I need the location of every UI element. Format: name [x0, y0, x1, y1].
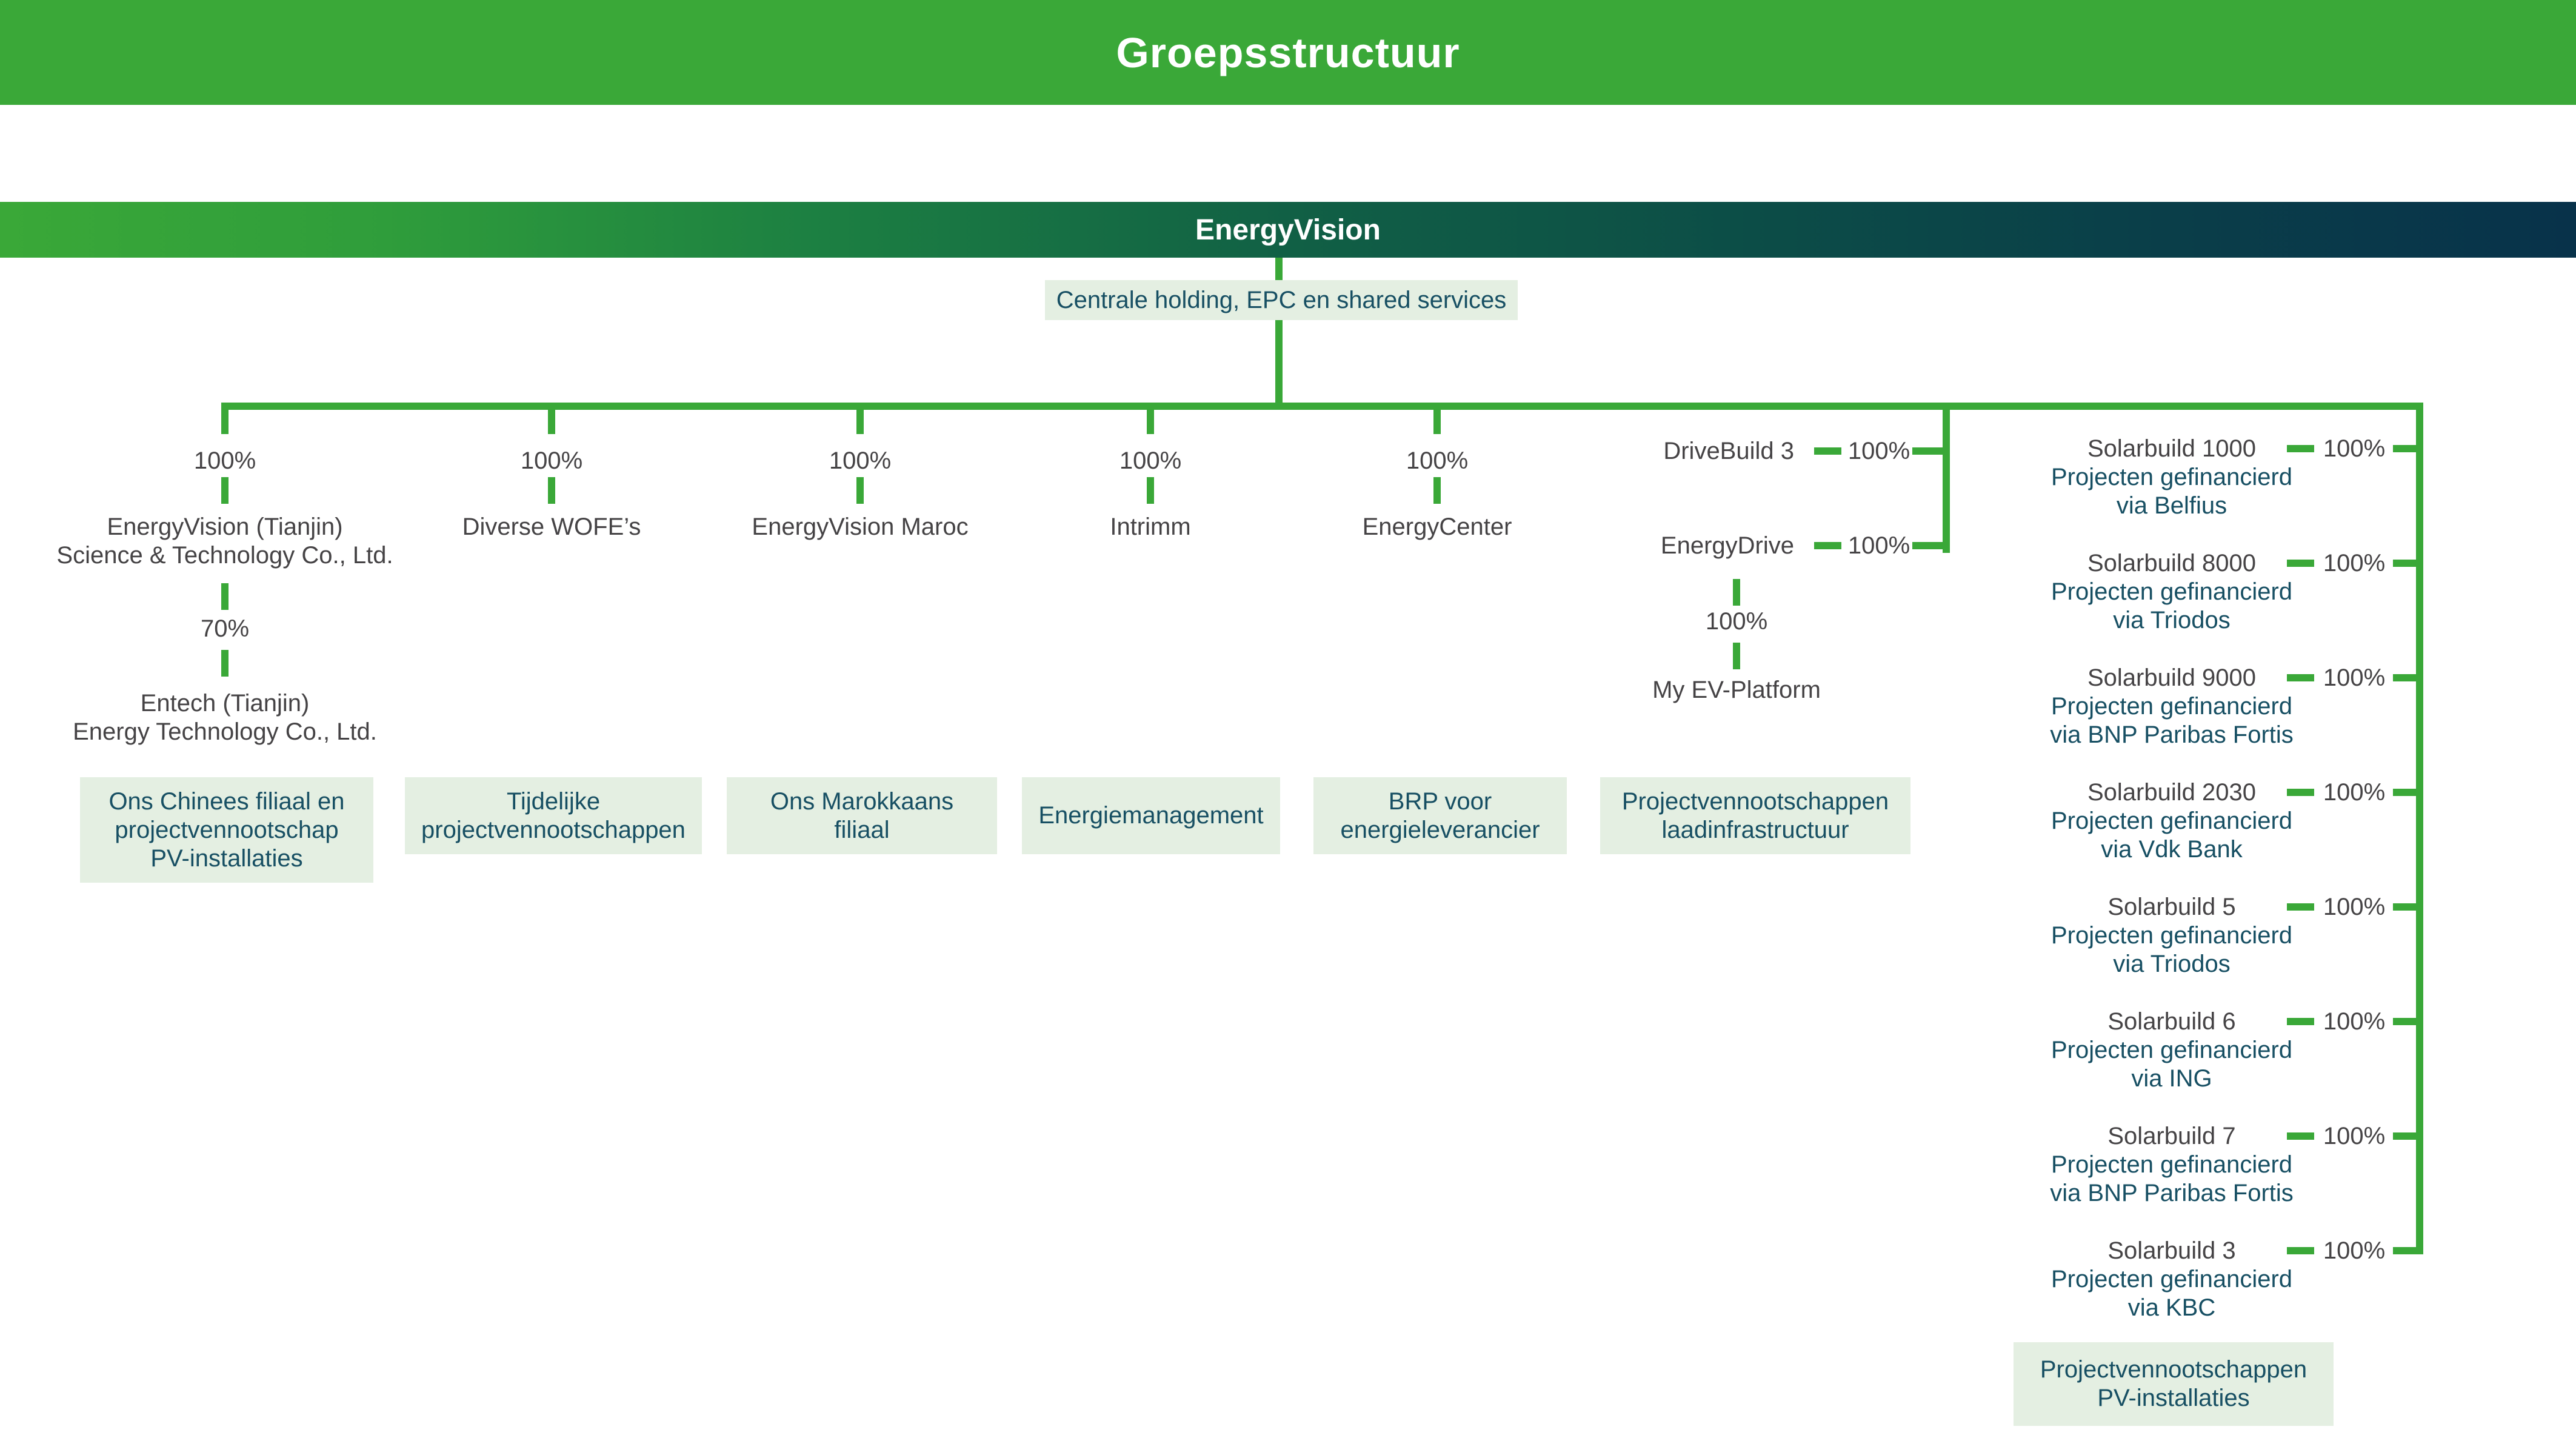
company-name-solarbuild-8000: Solarbuild 8000 Projecten gefinancierd v… — [2050, 550, 2293, 634]
company-name-evplatform: My EV-Platform — [1652, 677, 1821, 703]
connector-dash-col1-b — [221, 583, 229, 610]
company-name-tianjin: EnergyVision (Tianjin) Science & Technol… — [56, 513, 393, 569]
connector-tick-solar-4 — [2393, 789, 2416, 796]
activity-box-energycenter: BRP voor energieleverancier — [1313, 777, 1567, 854]
root-subtitle-box: Centrale holding, EPC en shared services — [1045, 280, 1518, 320]
page-title: Groepsstructuur — [1116, 28, 1460, 76]
ownership-percent-entech: 70% — [200, 615, 250, 642]
connector-top-rail — [221, 403, 2423, 410]
company-name-energycenter: EnergyCenter — [1362, 513, 1512, 540]
ownership-percent-col3: 100% — [829, 447, 892, 474]
company-name-solarbuild-9000: Solarbuild 9000 Projecten gefinancierd v… — [2050, 664, 2294, 748]
ownership-percent-solar-6: 100% — [2323, 1008, 2386, 1035]
connector-dash-evplatform-b — [1733, 643, 1740, 669]
company-name-solarbuild-7: Solarbuild 7 Projecten gefinancierd via … — [2050, 1123, 2294, 1206]
ownership-percent-col2: 100% — [520, 447, 583, 474]
connector-dash-col5 — [1433, 477, 1441, 504]
connector-dash-energydrive — [1814, 542, 1841, 549]
ownership-percent-evplatform: 100% — [1705, 608, 1768, 635]
connector-dash-solar-2 — [2287, 560, 2314, 567]
connector-dash-col1 — [221, 477, 229, 504]
connector-dash-col3 — [856, 477, 864, 504]
activity-box-intrimm: Energiemanagement — [1022, 777, 1280, 854]
activity-box-maroc: Ons Marokkaans filiaal — [727, 777, 997, 854]
ownership-percent-solar-1: 100% — [2323, 435, 2386, 462]
ownership-percent-solar-8: 100% — [2323, 1237, 2386, 1264]
ownership-percent-solar-5: 100% — [2323, 894, 2386, 920]
connector-dash-solar-6 — [2287, 1018, 2314, 1025]
connector-tick-drivebuild3 — [1912, 447, 1943, 455]
connector-dash-solar-8 — [2287, 1247, 2314, 1254]
connector-tick-solar-5 — [2393, 903, 2416, 911]
connector-dash-drivebuild3 — [1814, 447, 1841, 455]
connector-tick-solar-8 — [2393, 1247, 2416, 1254]
ownership-percent-solar-3: 100% — [2323, 664, 2386, 691]
ownership-percent-solar-2: 100% — [2323, 550, 2386, 577]
activity-box-wofe: Tijdelijke projectvennootschappen — [405, 777, 702, 854]
connector-solar-rail — [2416, 403, 2423, 1254]
ownership-percent-drivebuild3: 100% — [1847, 438, 1910, 464]
connector-dash-col2 — [548, 477, 555, 504]
connector-tick-solar-6 — [2393, 1018, 2416, 1025]
company-name-solarbuild-5: Solarbuild 5 Projecten gefinancierd via … — [2050, 894, 2293, 977]
ownership-percent-energydrive: 100% — [1847, 532, 1910, 559]
root-subtitle: Centrale holding, EPC en shared services — [1056, 286, 1507, 313]
company-name-solarbuild-2030: Solarbuild 2030 Projecten gefinancierd v… — [2050, 779, 2293, 863]
activity-box-china: Ons Chinees filiaal en projectvennootsch… — [80, 777, 373, 883]
company-name-drivebuild3: DriveBuild 3 — [1663, 438, 1794, 464]
connector-dash-solar-5 — [2287, 903, 2314, 911]
connector-stub-col1 — [221, 410, 229, 434]
ownership-percent-col5: 100% — [1406, 447, 1469, 474]
company-name-solarbuild-3: Solarbuild 3 Projecten gefinancierd via … — [2050, 1237, 2293, 1321]
company-name-intrimm: Intrimm — [1110, 513, 1191, 540]
connector-tick-solar-3 — [2393, 674, 2416, 681]
connector-tick-solar-1 — [2393, 445, 2416, 452]
connector-tick-solar-2 — [2393, 560, 2416, 567]
connector-dash-col4 — [1147, 477, 1154, 504]
connector-dash-solar-4 — [2287, 789, 2314, 796]
company-name-entech: Entech (Tianjin) Energy Technology Co., … — [73, 690, 377, 745]
ownership-percent-col4: 100% — [1119, 447, 1182, 474]
connector-stub-col2 — [548, 410, 555, 434]
root-company-bar: EnergyVision — [0, 202, 2576, 258]
connector-ev-rail — [1943, 403, 1950, 553]
ownership-percent-col1: 100% — [193, 447, 256, 474]
connector-dash-col1-c — [221, 650, 229, 677]
company-name-maroc: EnergyVision Maroc — [752, 513, 969, 540]
activity-box-laadinfrastructuur: Projectvennootschappen laadinfrastructuu… — [1600, 777, 1910, 854]
ownership-percent-solar-4: 100% — [2323, 779, 2386, 806]
connector-dash-solar-7 — [2287, 1132, 2314, 1140]
connector-stub-col5 — [1433, 410, 1441, 434]
company-name-solarbuild-1000: Solarbuild 1000 Projecten gefinancierd v… — [2050, 435, 2293, 519]
company-name-wofe: Diverse WOFE’s — [462, 513, 641, 540]
company-name-energydrive: EnergyDrive — [1660, 532, 1794, 559]
title-banner: Groepsstructuur — [0, 0, 2576, 105]
company-name-solarbuild-6: Solarbuild 6 Projecten gefinancierd via … — [2050, 1008, 2293, 1092]
ownership-percent-solar-7: 100% — [2323, 1123, 2386, 1149]
connector-dash-solar-3 — [2287, 674, 2314, 681]
root-company-name: EnergyVision — [1195, 213, 1381, 246]
connector-stub-col4 — [1147, 410, 1154, 434]
connector-tick-solar-7 — [2393, 1132, 2416, 1140]
connector-stub-col3 — [856, 410, 864, 434]
connector-tick-energydrive — [1912, 542, 1943, 549]
connector-dash-solar-1 — [2287, 445, 2314, 452]
activity-box-pv-installaties: Projectvennootschappen PV-installaties — [2014, 1342, 2334, 1426]
connector-root-vertical — [1275, 258, 1283, 403]
connector-dash-evplatform-a — [1733, 579, 1740, 606]
